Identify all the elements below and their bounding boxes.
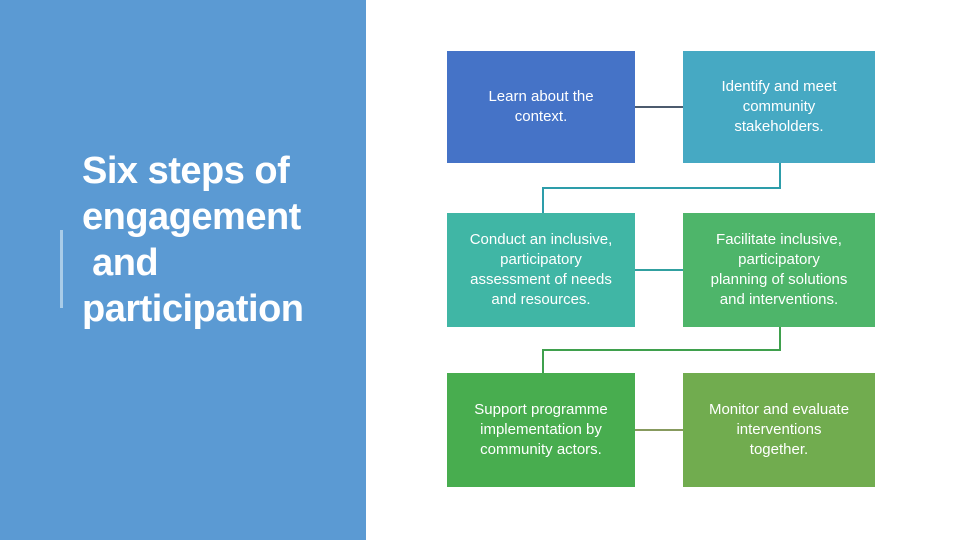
slide-title: Six steps of engagement and participatio…: [82, 150, 304, 330]
step-box-4-label: Facilitate inclusive, participatory plan…: [710, 231, 848, 308]
title-panel: Six steps of engagement and participatio…: [0, 0, 366, 540]
step-box-3-label: Conduct an inclusive, participatory asse…: [469, 231, 613, 308]
step-box-5: Support programme implementation by comm…: [447, 373, 635, 487]
step-box-2: Identify and meet community stakeholders…: [683, 51, 875, 163]
connector-step2-step3-segment-down: [779, 163, 781, 189]
step-box-5-label: Support programme implementation by comm…: [474, 401, 608, 458]
connector-step4-step5-segment-into: [542, 349, 544, 375]
step-box-6: Monitor and evaluate interventions toget…: [683, 373, 875, 487]
title-accent-bar: [60, 230, 63, 308]
connector-step4-step5-segment-across: [542, 349, 781, 351]
step-box-4: Facilitate inclusive, participatory plan…: [683, 213, 875, 327]
connector-step3-step4: [635, 269, 683, 271]
connector-step2-step3-segment-into: [542, 187, 544, 213]
step-box-1: Learn about the context.: [447, 51, 635, 163]
connector-step2-step3-segment-across: [542, 187, 781, 189]
connector-step1-step2: [635, 106, 683, 108]
connector-step4-step5-segment-down: [779, 327, 781, 351]
step-box-3: Conduct an inclusive, participatory asse…: [447, 213, 635, 327]
step-box-6-label: Monitor and evaluate interventions toget…: [708, 401, 850, 458]
step-box-2-label: Identify and meet community stakeholders…: [721, 78, 837, 135]
step-box-1-label: Learn about the context.: [488, 88, 594, 125]
connector-step5-step6: [635, 429, 683, 431]
